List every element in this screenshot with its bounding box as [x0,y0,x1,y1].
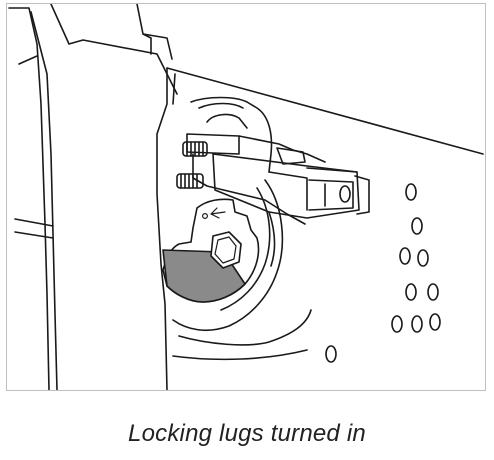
side-frame-panel [8,7,58,390]
panel-curve [268,211,276,267]
technical-illustration [6,3,486,391]
screw-upper [182,141,208,157]
upper-housing-edge [50,4,484,390]
latch-arm [212,153,370,219]
mounting-holes [325,183,441,363]
screw-lower [176,173,204,189]
latch-recess [172,96,312,361]
figure-caption: Locking lugs turned in [128,420,366,447]
illustration-drawing [8,4,484,390]
locking-lug [162,198,260,303]
